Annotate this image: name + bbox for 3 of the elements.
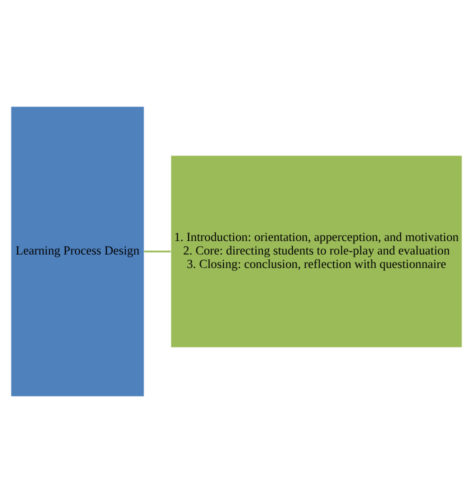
node-box: 1. Introduction: orientation, apperception, and motivation 2. Core: directing students to role-play and evaluation 3. Closing: conclusion, reflection with questionnaire xyxy=(170,155,462,348)
node-box: Learning Process Design xyxy=(10,106,144,397)
connector xyxy=(144,250,171,252)
